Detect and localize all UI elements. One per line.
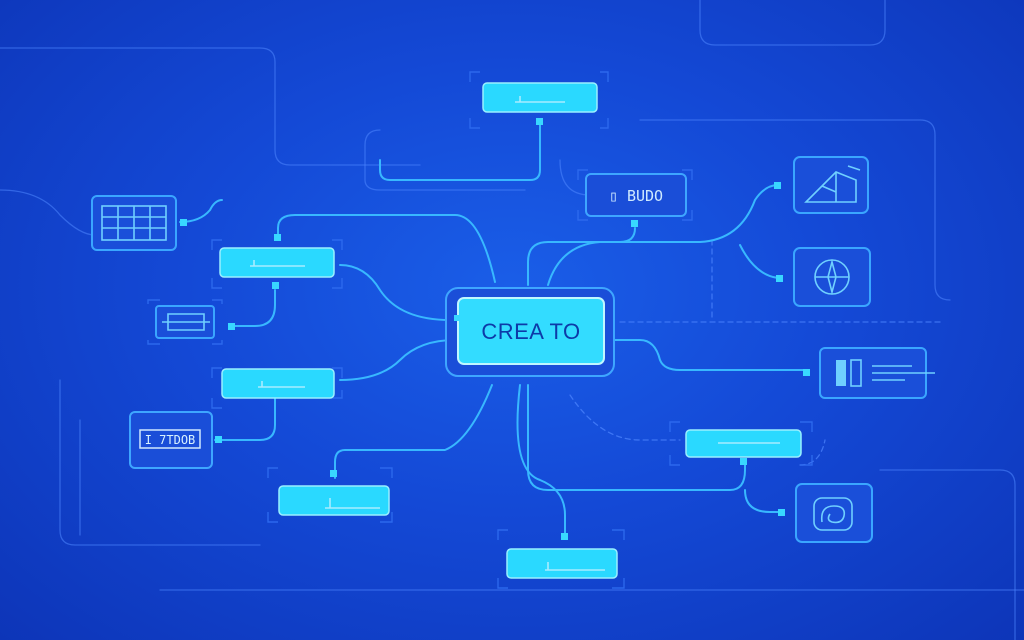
pill-node-right[interactable]	[685, 429, 802, 465]
grid-icon	[101, 205, 167, 241]
building-icon	[804, 165, 861, 203]
pill-node-left-1[interactable]	[219, 234, 335, 289]
pill-node-lower-left[interactable]	[278, 470, 390, 516]
building-panel[interactable]	[774, 156, 869, 214]
spiral-panel[interactable]	[778, 483, 873, 543]
center-node[interactable]: CREA TO	[445, 287, 615, 377]
pill-node-top[interactable]	[482, 82, 598, 125]
compass-icon	[814, 258, 850, 296]
pill-node-bottom[interactable]	[506, 533, 618, 579]
bracket-chip[interactable]	[155, 305, 235, 339]
pill-node-left-2[interactable]	[221, 368, 335, 399]
center-node-label: CREA TO	[481, 319, 580, 344]
grid-panel[interactable]	[91, 195, 187, 251]
compass-panel[interactable]	[776, 247, 871, 307]
bar-chart-icon	[836, 359, 935, 387]
left-label: I 7TDOB	[145, 433, 196, 447]
main-wires	[179, 121, 806, 536]
top-right-label: ▯ BUDO	[609, 187, 663, 205]
bracket-chip-icon	[162, 313, 210, 331]
spiral-icon	[813, 497, 853, 531]
label-node-top-right[interactable]: ▯ BUDO	[585, 173, 687, 227]
bar-chart-panel[interactable]	[803, 347, 935, 399]
label-node-left[interactable]: I 7TDOB	[129, 411, 222, 469]
node-brackets	[147, 71, 813, 589]
